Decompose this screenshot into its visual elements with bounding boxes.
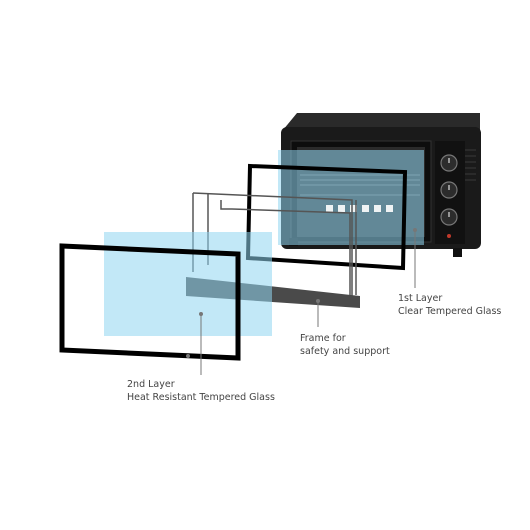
frame-label: Frame for safety and support: [300, 332, 390, 358]
door-frame-2: [59, 243, 241, 361]
door-frame-icon: [245, 163, 408, 271]
layer2-title: 2nd Layer: [127, 379, 175, 390]
leader-dots: [186, 228, 417, 358]
frame-title: Frame for: [300, 333, 346, 344]
frame-desc: safety and support: [300, 346, 390, 357]
leader-lines: [200, 230, 416, 375]
layer1-title: 1st Layer: [398, 293, 443, 304]
control-knob-icon: [440, 154, 458, 226]
layer1-label: 1st Layer Clear Tempered Glass: [398, 292, 501, 318]
layer2-desc: Heat Resistant Tempered Glass: [127, 392, 275, 403]
layer1-desc: Clear Tempered Glass: [398, 306, 502, 317]
layer2-label: 2nd Layer Heat Resistant Tempered Glass: [127, 378, 275, 404]
